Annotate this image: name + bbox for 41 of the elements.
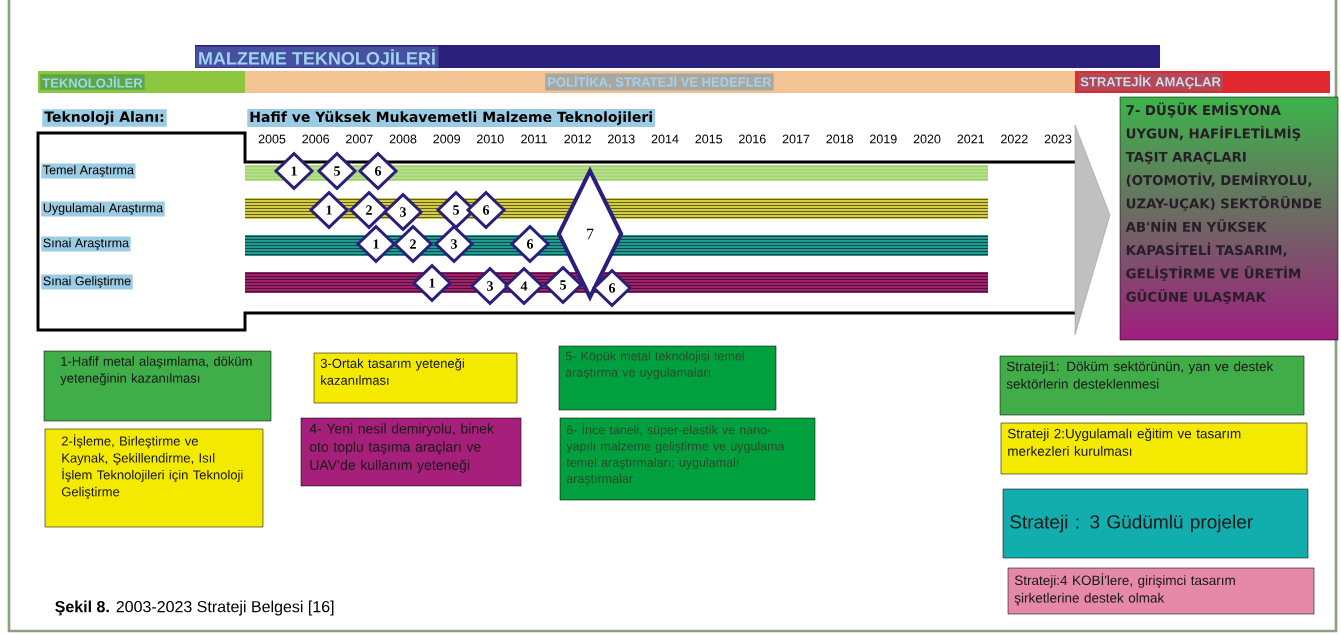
text-box: 6- İnce taneli, süper-elastik ve nano-yapılı malzeme geliştirme ve uygulama temel araştırmaları; uygulamalı araştırmalar xyxy=(559,417,816,501)
text-box: Strateji : 3 Güdümlü projeler xyxy=(1002,488,1309,559)
year-label: 2021 xyxy=(957,134,984,144)
row-label: Sınai Geliştirme xyxy=(41,274,133,290)
year-label: 2012 xyxy=(564,134,591,144)
text-box: 2-İşleme, Birleştirme ve Kaynak, Şekillendirme, Isıl İşlem Teknolojileri için Teknoloji Geliştirme xyxy=(44,428,264,528)
goal-box: 7- DÜŞÜK EMİSYONA UYGUN, HAFİFLETİLMİŞ TAŞIT ARAÇLARI (OTOMOTİV, DEMİRYOLU, UZAY-UÇAK) SEKTÖRÜNDE AB'NİN EN YÜKSEK KAPASİTELİ TASARIM, GELİŞTİRME VE ÜRETİM GÜCÜNE ULAŞMAK xyxy=(1119,96,1339,341)
row-label: Sınai Araştırma xyxy=(41,236,131,252)
year-label: 2020 xyxy=(913,134,941,144)
text-box: 4- Yeni nesil demiryolu, binek oto toplu taşıma araçları ve UAV’de kullanım yeteneği xyxy=(300,417,522,487)
year-label: 2022 xyxy=(1001,134,1028,144)
area-label: Teknoloji Alanı: xyxy=(42,109,167,127)
year-label: 2015 xyxy=(695,134,723,144)
year-label: 2007 xyxy=(346,134,373,144)
header-band: STRATEJİK AMAÇLAR xyxy=(1075,71,1330,93)
text-box: 3-Ortak tasarım yeteneği kazanılması xyxy=(313,352,518,404)
text-box: Strateji:4 KOBİ'lere, girişimci tasarım şirketlerine destek olmak xyxy=(1007,567,1315,615)
title-band: MALZEME TEKNOLOJİLERİ xyxy=(195,45,1160,68)
year-label: 2017 xyxy=(782,134,810,144)
year-label: 2018 xyxy=(826,134,854,144)
year-label: 2006 xyxy=(302,134,330,144)
text-box: Strateji 2:Uygulamalı eğitim ve tasarım merkezleri kurulması xyxy=(1000,422,1308,475)
area-title: Hafif ve Yüksek Mukavemetli Malzeme Teknolojileri xyxy=(247,109,656,127)
year-label: 2010 xyxy=(477,134,504,144)
text-box: Strateji1: Döküm sektörünün, yan ve destek sektörlerin desteklenmesi xyxy=(999,355,1305,416)
year-label: 2014 xyxy=(651,134,679,144)
year-label: 2023 xyxy=(1044,134,1072,144)
year-label: 2013 xyxy=(608,134,635,144)
year-label: 2005 xyxy=(258,134,286,144)
year-label: 2011 xyxy=(521,134,547,144)
row-label: Temel Araştırma xyxy=(41,163,136,179)
header-band: TEKNOLOJİLER xyxy=(38,71,245,93)
header-band: POLİTİKA, STRATEJİ VE HEDEFLER xyxy=(245,71,1075,93)
year-label: 2008 xyxy=(389,134,417,144)
text-box: 1-Hafif metal alaşımlama, döküm yeteneğinin kazanılması xyxy=(43,350,272,422)
year-label: 2016 xyxy=(739,134,766,144)
row-label: Uygulamalı Araştırma xyxy=(41,201,165,217)
year-label: 2019 xyxy=(870,134,897,144)
year-label: 2009 xyxy=(433,134,460,144)
caption: Şekil 8. 2003-2023 Strateji Belgesi [16] xyxy=(55,600,334,616)
text-box: 5- Köpük metal teknolojisi temel araştırma ve uygulamaları xyxy=(558,345,777,411)
